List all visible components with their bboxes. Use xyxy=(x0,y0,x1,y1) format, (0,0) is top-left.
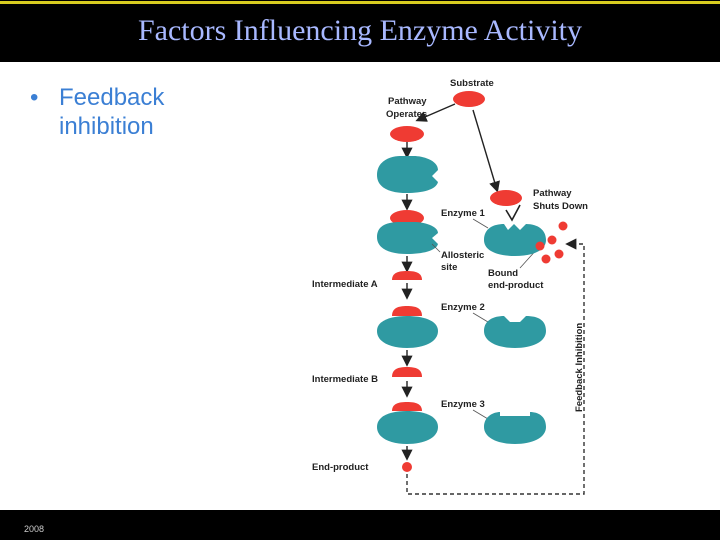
enzyme3-bound xyxy=(377,411,438,444)
label-end-product: End-product xyxy=(312,462,369,473)
intermediate-a-molecule xyxy=(392,271,422,280)
label-pathway-operates-1: Pathway xyxy=(388,96,427,107)
end-product-dot-4 xyxy=(541,254,551,264)
bullet-text: Feedback inhibition xyxy=(59,84,165,140)
label-enzyme2: Enzyme 2 xyxy=(441,302,485,313)
label-pathway-shuts-2: Shuts Down xyxy=(533,201,588,212)
arrow-substrate-to-operates xyxy=(415,103,456,122)
title-accent-line xyxy=(0,1,720,4)
enzyme3-inactive xyxy=(484,412,546,444)
bullet-dot: • xyxy=(30,84,39,111)
label-feedback-inhibition: Feedback Inhibition xyxy=(574,323,585,412)
leader-enzyme1 xyxy=(472,218,489,229)
substrate-bound-enzyme3 xyxy=(392,402,422,411)
leader-allosteric xyxy=(431,243,441,253)
label-bound-2: end-product xyxy=(488,280,544,291)
slide-content-area xyxy=(0,62,720,510)
label-bound-1: Bound xyxy=(488,268,518,279)
enzyme1-bound xyxy=(377,222,438,254)
label-intermediate-b: Intermediate B xyxy=(312,374,378,385)
label-pathway-operates-2: Operates xyxy=(386,109,427,120)
substrate-bound-enzyme2 xyxy=(392,306,422,316)
leader-enzyme3 xyxy=(472,409,489,420)
enzyme1-inhibited xyxy=(484,224,546,256)
leader-enzyme2 xyxy=(472,312,489,323)
enzyme2-bound xyxy=(377,316,438,348)
end-product-dot-2 xyxy=(558,221,568,231)
end-product-dot-3 xyxy=(554,249,564,259)
slide-title: Factors Influencing Enzyme Activity xyxy=(137,14,583,47)
label-enzyme3: Enzyme 3 xyxy=(441,399,485,410)
substrate-blocked xyxy=(490,190,522,206)
substrate-molecule xyxy=(453,91,485,107)
end-product-molecule xyxy=(402,462,412,472)
title-bar: Factors Influencing Enzyme Activity xyxy=(0,0,720,62)
label-allosteric-1: Allosteric xyxy=(441,250,484,261)
bound-end-product xyxy=(535,241,545,251)
label-intermediate-a: Intermediate A xyxy=(312,279,378,290)
enzyme1-free xyxy=(377,156,438,193)
label-allosteric-2: site xyxy=(441,262,457,273)
arrow-substrate-to-shutdown xyxy=(472,109,500,193)
label-substrate: Substrate xyxy=(450,78,494,89)
enzyme2-inactive xyxy=(484,316,546,348)
substrate-on-enzyme1-top xyxy=(390,126,424,142)
intermediate-b-molecule xyxy=(392,367,422,377)
substrate-bound-enzyme1 xyxy=(390,210,424,226)
feedback-dashed-path xyxy=(406,238,585,495)
label-pathway-shuts-1: Pathway xyxy=(533,188,572,199)
label-enzyme1: Enzyme 1 xyxy=(441,208,486,219)
blocked-mark xyxy=(505,204,521,222)
footer-year: 2008 xyxy=(24,524,45,534)
end-product-dot-1 xyxy=(547,235,557,245)
